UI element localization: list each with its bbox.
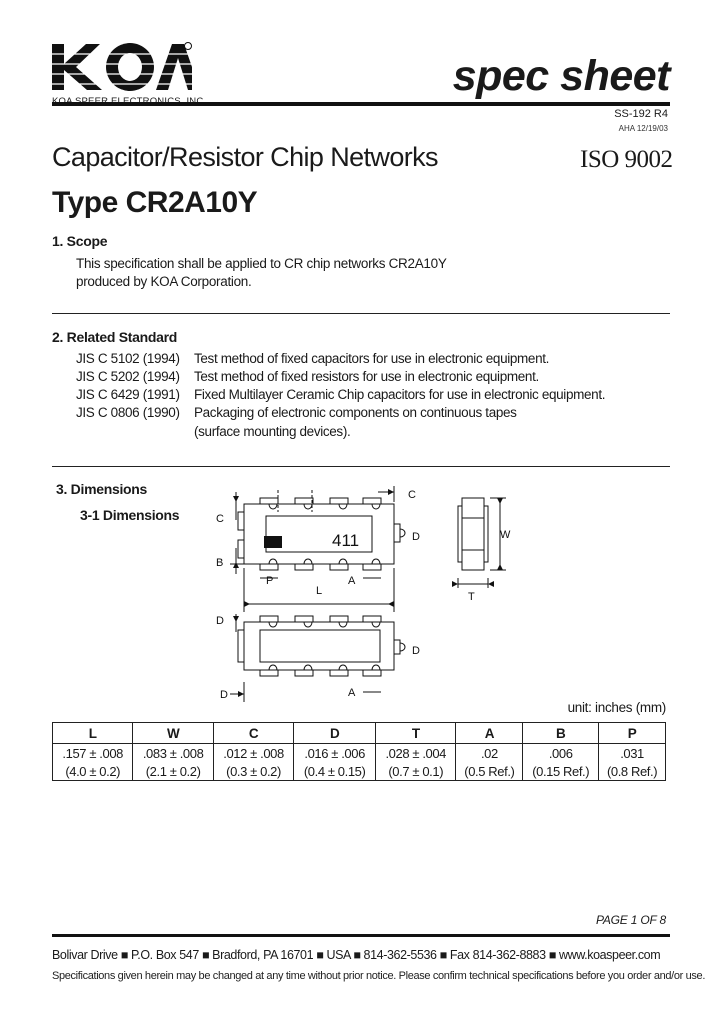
label-l: L (316, 585, 322, 597)
table-cell: (0.7 ± 0.1) (375, 762, 457, 781)
table-header: B (522, 722, 600, 744)
type-title: Type CR2A10Y (52, 186, 258, 219)
table-header: T (375, 722, 457, 744)
label-d-bottom-right: D (412, 645, 420, 657)
table-header: C (212, 722, 295, 744)
disclaimer: Specifications given herein may be chang… (52, 970, 706, 982)
related-standard-heading: 2. Related Standard (52, 329, 178, 345)
element-area (265, 515, 373, 553)
dimensions-table: L W C D T A B P .157 ± .008 .083 ± .008 … (51, 722, 666, 781)
table-cell: .157 ± .008 (51, 743, 134, 762)
polarity-mark (264, 536, 282, 548)
table-cell: (0.4 ± 0.15) (293, 762, 377, 781)
standard-row: JIS C 5102 (1994)Test method of fixed ca… (76, 351, 550, 366)
header-rule (52, 102, 670, 106)
document-code: SS-192 R4 (614, 108, 668, 120)
chip-body-top-view (243, 503, 395, 565)
chip-marking: 411 (332, 531, 359, 550)
standard-row: JIS C 0806 (1990)Packaging of electronic… (76, 405, 517, 420)
chip-side-view (461, 497, 485, 571)
dimensions-heading: 3. Dimensions (56, 481, 148, 497)
scope-line-2: produced by KOA Corporation. (76, 274, 252, 289)
label-d-bottom-left: D (220, 689, 228, 701)
label-d-bottom: D (216, 615, 224, 627)
label-a: A (348, 575, 356, 587)
page-number: PAGE 1 OF 8 (595, 913, 666, 927)
table-cell: (4.0 ± 0.2) (51, 762, 134, 781)
table-cell: .02 (455, 743, 524, 762)
unit-label: unit: inches (mm) (567, 700, 667, 715)
footer-rule (52, 934, 670, 937)
section-divider (52, 313, 670, 314)
table-header-row: L W C D T A B P (51, 722, 666, 744)
label-p: P (266, 575, 273, 587)
dimensions-subheading: 3-1 Dimensions (80, 507, 180, 523)
table-header: A (455, 722, 524, 744)
label-a-bottom: A (348, 687, 356, 699)
table-cell: .016 ± .006 (293, 743, 377, 762)
label-c: C (216, 513, 224, 525)
table-cell: (0.15 Ref.) (522, 762, 600, 781)
table-header: L (51, 722, 134, 744)
table-cell: .083 ± .008 (132, 743, 214, 762)
table-row-mm: (4.0 ± 0.2) (2.1 ± 0.2) (0.3 ± 0.2) (0.4… (51, 762, 666, 781)
label-t: T (468, 591, 475, 603)
page-title: Capacitor/Resistor Chip Networks (52, 142, 439, 172)
company-name: KOA SPEER ELECTRONICS, INC. (52, 96, 206, 107)
table-header: W (132, 722, 214, 744)
table-cell: (0.5 Ref.) (455, 762, 524, 781)
table-cell: .012 ± .008 (212, 743, 295, 762)
koa-logo (52, 40, 202, 110)
table-header: P (598, 722, 666, 744)
scope-heading: 1. Scope (52, 233, 108, 249)
table-cell: .031 (598, 743, 666, 762)
label-b: B (216, 557, 223, 569)
standard-row: JIS C 6429 (1991)Fixed Multilayer Cerami… (76, 387, 606, 402)
section-divider (52, 466, 670, 467)
table-row-inches: .157 ± .008 .083 ± .008 .012 ± .008 .016… (51, 743, 666, 762)
standard-row: (surface mounting devices). (194, 424, 351, 439)
table-cell: (2.1 ± 0.2) (132, 762, 214, 781)
spec-sheet-label: spec sheet (452, 52, 671, 100)
label-c-right: C (408, 489, 416, 501)
document-date: AHA 12/19/03 (618, 124, 668, 133)
table-cell: (0.3 ± 0.2) (212, 762, 295, 781)
table-cell: .028 ± .004 (375, 743, 457, 762)
label-d: D (412, 531, 420, 543)
chip-body-bottom-view (243, 621, 395, 671)
footer-address: Bolivar Drive ■ P.O. Box 547 ■ Bradford,… (52, 948, 661, 962)
label-w: W (500, 529, 511, 541)
table-cell: (0.8 Ref.) (598, 762, 666, 781)
scope-line-1: This specification shall be applied to C… (76, 256, 447, 271)
table-header: D (293, 722, 377, 744)
dimension-drawing: C C B D P A L D D D A W T 411 (216, 486, 511, 702)
standard-row: JIS C 5202 (1994)Test method of fixed re… (76, 369, 539, 384)
table-cell: .006 (522, 743, 600, 762)
iso-certification: ISO 9002 (580, 146, 673, 173)
